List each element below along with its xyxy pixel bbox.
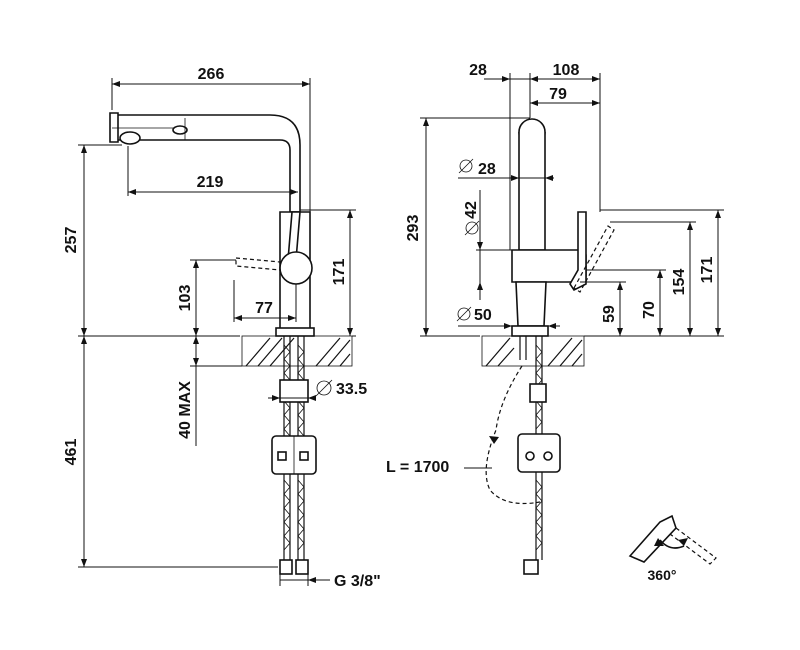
side-underdeck xyxy=(271,336,317,575)
front-underdeck xyxy=(485,336,561,575)
dim-shank-diameter: 33.5 xyxy=(336,381,367,398)
dim-offset-left: 28 xyxy=(469,62,487,79)
dim-width-right: 108 xyxy=(553,62,580,79)
front-faucet-body xyxy=(511,118,615,337)
dim-hose-length: L = 1700 xyxy=(386,459,449,476)
dim-deck-thickness: 40 MAX xyxy=(177,381,194,439)
dim-total-width: 266 xyxy=(198,66,225,83)
dim-height-154: 154 xyxy=(671,269,688,296)
dim-spout-to-lever: 79 xyxy=(549,86,567,103)
rotation-label: 360° xyxy=(648,567,677,583)
front-view: 28 108 79 293 28 42 50 59 70 154 171 L =… xyxy=(386,62,724,575)
dim-total-height-front: 293 xyxy=(405,215,422,242)
rotation-360-icon: 360° xyxy=(628,514,717,583)
front-countertop xyxy=(481,335,585,367)
dim-spout-reach: 219 xyxy=(197,174,224,191)
dim-base-diameter: 50 xyxy=(474,307,492,324)
dim-body-offset: 77 xyxy=(255,300,273,317)
dim-handle-height: 103 xyxy=(177,285,194,312)
dim-lever-height-side: 171 xyxy=(331,259,348,286)
front-dimension-lines xyxy=(420,73,724,337)
dim-height-70: 70 xyxy=(641,301,658,319)
side-view: 266 219 257 171 103 77 40 MAX 461 33.5 G… xyxy=(63,66,381,590)
dim-body-diameter-upper: 42 xyxy=(463,201,480,219)
dim-spout-diameter: 28 xyxy=(478,161,496,178)
side-countertop xyxy=(241,335,353,367)
dim-connection-thread: G 3/8" xyxy=(334,573,381,590)
dim-below-deck-length: 461 xyxy=(63,439,80,466)
dim-height-59: 59 xyxy=(601,305,618,323)
side-faucet-body xyxy=(109,112,315,337)
side-dimension-lines xyxy=(78,78,356,586)
dim-height-171: 171 xyxy=(699,257,716,284)
dim-total-height-side: 257 xyxy=(63,227,80,254)
